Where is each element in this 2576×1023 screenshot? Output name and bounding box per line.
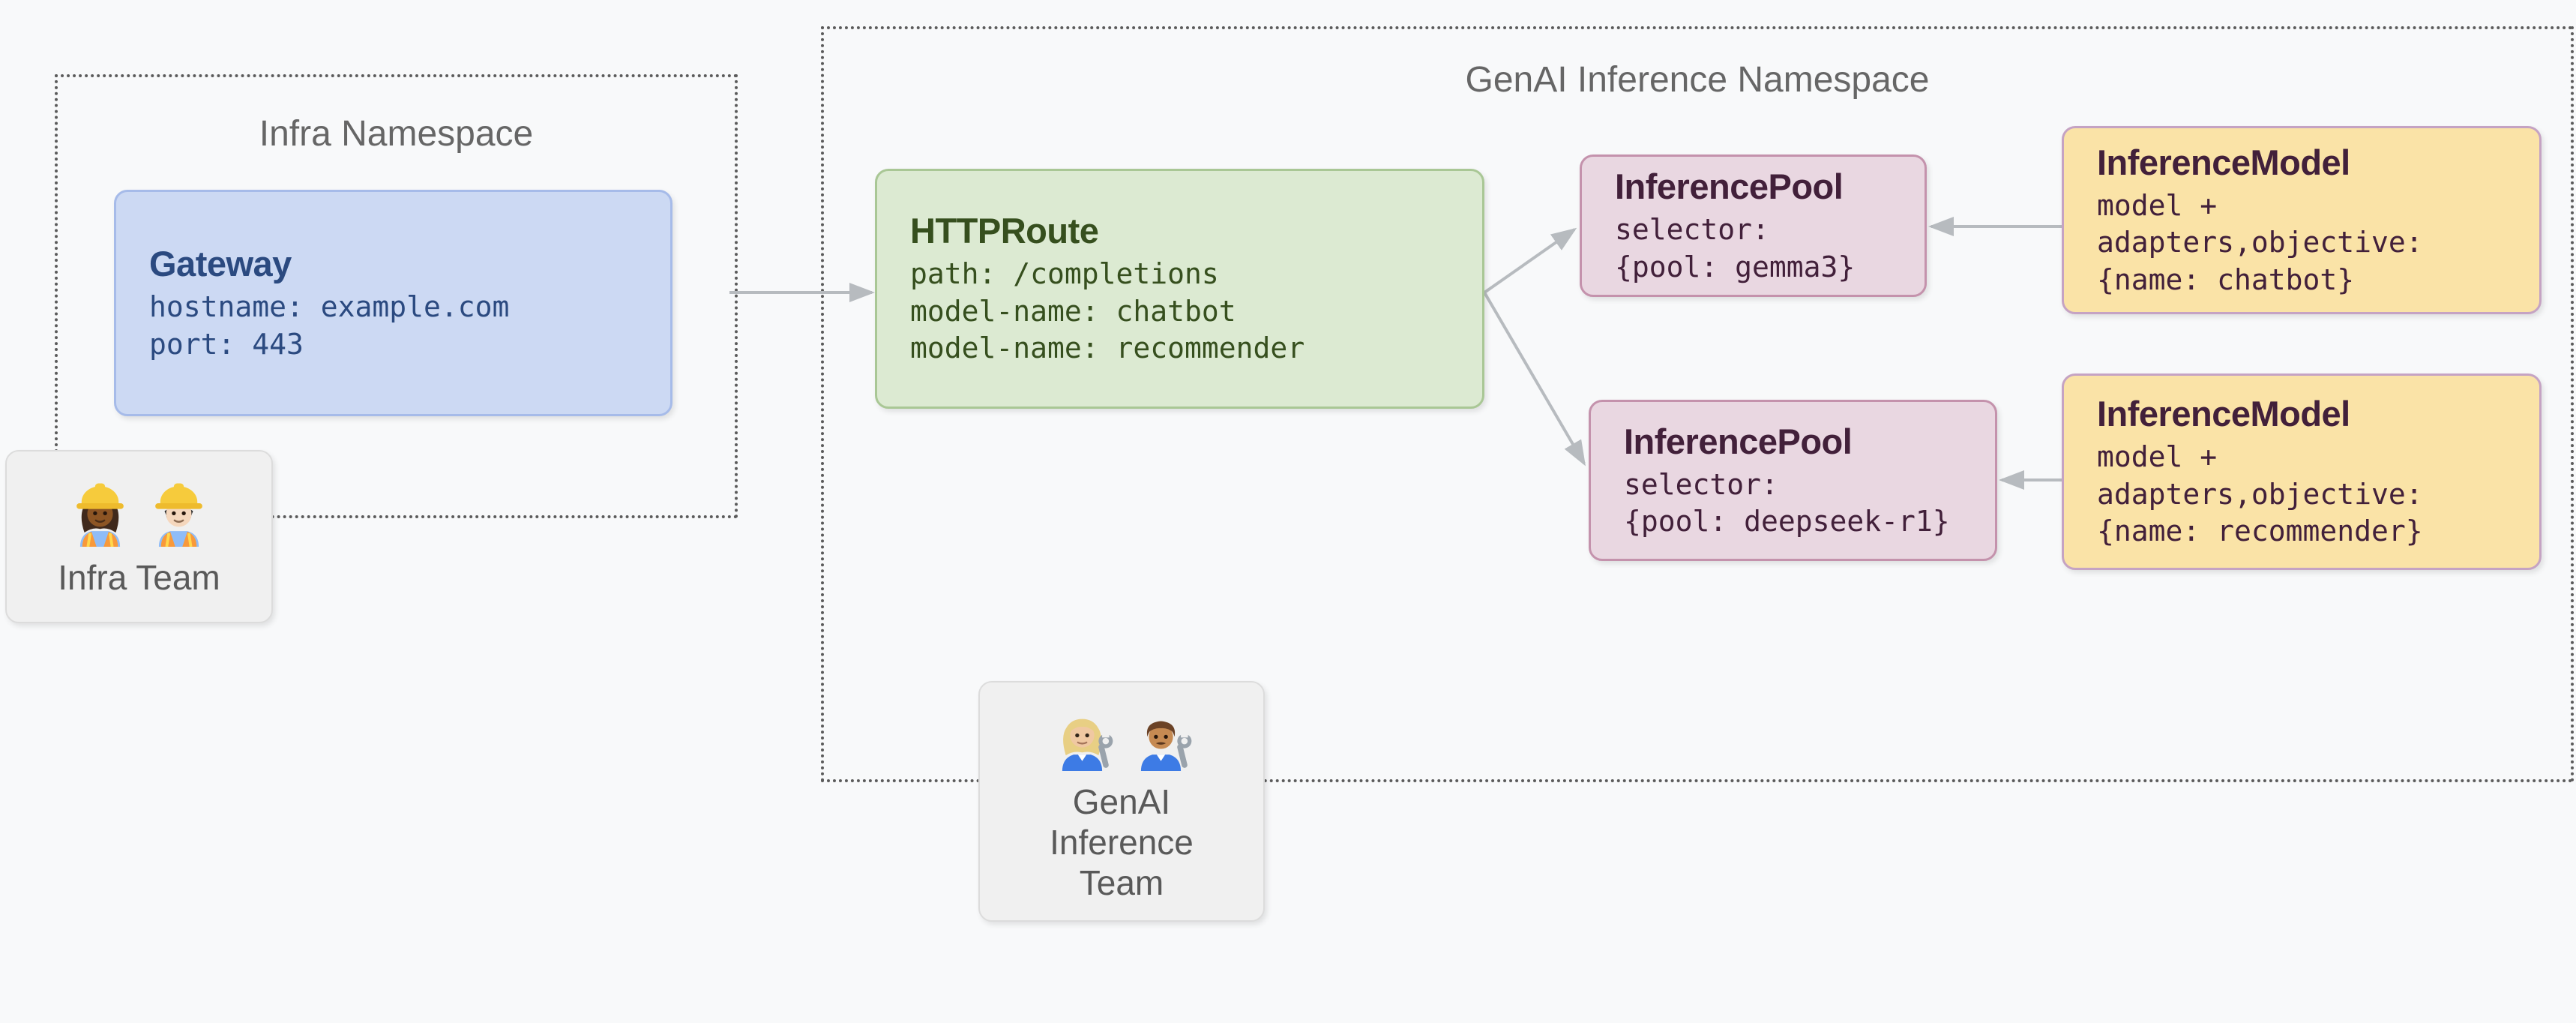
inferencepool-2-title: InferencePool (1624, 421, 1853, 461)
httproute-node: HTTPRoute path: /completions model-name:… (875, 169, 1484, 409)
inferencemodel-1-line-1: model + (2097, 188, 2218, 222)
inferencepool-1-selector: selector: (1615, 213, 1769, 247)
inferencemodel-2-title: InferenceModel (2097, 394, 2350, 434)
wrench-icon (1098, 730, 1113, 768)
genai-inference-team-label: GenAI Inference Team (1050, 782, 1194, 903)
woman-mechanic-icon (1062, 718, 1113, 771)
inferencepool-deepseek-r1-node: InferencePool selector: {pool: deepseek-… (1589, 400, 1997, 561)
wrench-icon (1177, 730, 1192, 768)
inferencepool-2-pool: {pool: deepseek-r1} (1624, 505, 1950, 538)
httproute-model-name-2: model-name: recommender (910, 332, 1305, 365)
arrow-httproute-to-inferencepool-1 (1483, 227, 1577, 294)
infra-team-card: Infra Team (5, 450, 273, 623)
inferencepool-2-selector: selector: (1624, 467, 1778, 501)
httproute-path: path: /completions (910, 257, 1219, 291)
httproute-model-name-1: model-name: chatbot (910, 294, 1236, 328)
inferencemodel-recommender-node: InferenceModel model + adapters,objectiv… (2062, 374, 2542, 570)
genai-inference-namespace-group: GenAI Inference Namespace (821, 26, 2574, 782)
inferencemodel-2-line-1: model + (2097, 440, 2218, 474)
genai-team-icons (1047, 700, 1197, 771)
infra-team-label: Infra Team (58, 557, 220, 597)
infra-namespace-group: Infra Namespace (55, 74, 738, 518)
woman-construction-worker-icon (76, 483, 124, 547)
httproute-title: HTTPRoute (910, 211, 1099, 251)
genai-inference-team-card: GenAI Inference Team (978, 681, 1265, 922)
inferencemodel-1-title: InferenceModel (2097, 142, 2350, 182)
inferencepool-1-title: InferencePool (1615, 166, 1844, 207)
infra-namespace-title: Infra Namespace (259, 114, 534, 154)
inferencemodel-1-line-2: adapters,objective: (2097, 226, 2423, 260)
gateway-node: Gateway hostname: example.com port: 443 (114, 190, 672, 416)
gateway-port: port: 443 (149, 327, 304, 361)
inferencepool-1-pool: {pool: gemma3} (1615, 250, 1856, 284)
arrow-httproute-to-inferencepool-2 (1483, 291, 1586, 466)
gateway-title: Gateway (149, 244, 292, 284)
man-construction-worker-icon (154, 483, 202, 547)
inferencepool-gemma3-node: InferencePool selector: {pool: gemma3} (1580, 154, 1927, 297)
inferencemodel-1-line-3: {name: chatbot} (2097, 262, 2355, 296)
infra-team-icons (64, 476, 214, 547)
inferencemodel-2-line-3: {name: recommender} (2097, 514, 2423, 548)
inferencemodel-chatbot-node: InferenceModel model + adapters,objectiv… (2062, 126, 2542, 314)
genai-inference-namespace-title: GenAI Inference Namespace (1465, 60, 1930, 100)
inferencemodel-2-line-2: adapters,objective: (2097, 477, 2423, 511)
man-mechanic-icon (1140, 721, 1192, 771)
gateway-hostname: hostname: example.com (149, 290, 510, 324)
